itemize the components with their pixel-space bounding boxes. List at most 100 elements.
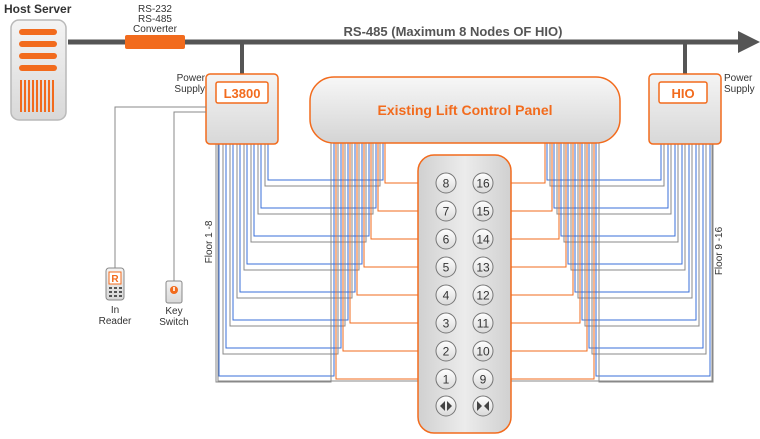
left-gray-loop [215,143,332,383]
floor-button-label: 13 [476,261,490,275]
left-power-supply-line-2: Supply [174,84,205,95]
floor-button-label: 14 [476,233,490,247]
floor-right-label: Floor 9 -16 [714,226,725,275]
left-orange-drop [335,143,436,380]
floor-button-4[interactable]: 4 [435,284,457,306]
reader-device: R [105,267,125,301]
floor-button-5[interactable]: 5 [435,256,457,278]
right-gray-loop [563,143,679,243]
floor-button-label: 15 [476,205,490,219]
floor-button-11[interactable]: 11 [472,312,494,334]
right-orange-drop [493,143,560,240]
floor-button-16[interactable]: 16 [472,172,494,194]
floor-button-label: 9 [480,373,487,387]
key-switch-label-line-2: Switch [159,317,188,328]
floor-button-1[interactable]: 1 [435,368,457,390]
left-gray-loop [243,143,360,271]
floor-button-12[interactable]: 12 [472,284,494,306]
right-blue-loop [574,143,690,293]
host-server-label: Host Server [4,2,72,16]
right-gray-loop [570,143,686,271]
left-blue-loop [232,143,349,321]
right-gray-loop [591,143,707,355]
door-close-icon [477,401,482,411]
right-orange-drop [493,143,553,212]
left-blue-loop [267,143,384,181]
right-power-supply-line-2: Supply [724,84,755,95]
right-power-supply-line-1: Power [724,73,753,84]
key-switch-wire [173,111,206,281]
lift-control-panel: Existing Lift Control Panel [309,76,621,144]
floor-button-label: 8 [443,177,450,191]
left-blue-loop [218,143,335,377]
floor-button-9[interactable]: 9 [472,368,494,390]
floor-button-10[interactable]: 10 [472,340,494,362]
floor-button-8[interactable]: 8 [435,172,457,194]
floor-button-label: 4 [443,289,450,303]
left-orange-drop [342,143,436,352]
floor-button-label: 1 [443,373,450,387]
right-gray-loop [577,143,693,299]
converter-label-line-2: RS-485 [138,14,172,25]
door-open-button[interactable] [435,395,457,417]
left-orange-drop [370,143,436,240]
right-orange-drop [493,143,574,296]
floor-button-label: 12 [476,289,490,303]
left-blue-loop [246,143,363,265]
right-orange-drop [493,143,588,352]
floor-button-14[interactable]: 14 [472,228,494,250]
bus-label: RS-485 (Maximum 8 Nodes OF HIO) [344,24,563,39]
reader-wire [114,106,206,268]
reader-label-line-2: Reader [99,316,132,327]
right-gray-loop [556,143,672,215]
left-blue-loop [225,143,342,349]
right-outer-frame [511,144,713,382]
converter-label-line-1: RS-232 [138,4,172,15]
floor-button-label: 11 [477,317,490,331]
keypad-grid-icon [109,287,122,297]
left-gray-loop [222,143,339,355]
hio-label: HIO [671,86,694,101]
bus-arrow-icon [738,31,760,53]
converter-icon [125,35,185,49]
right-gray-loop [584,143,700,327]
right-blue-loop [595,143,711,377]
right-orange-drop [493,143,567,268]
door-open-icon [440,401,445,411]
left-orange-drop [356,143,436,296]
floor-button-7[interactable]: 7 [435,200,457,222]
lift-panel-label: Existing Lift Control Panel [377,102,552,118]
left-gray-loop [257,143,374,215]
floor-left-label: Floor 1 -8 [204,220,215,263]
floor-button-label: 16 [476,177,490,191]
left-outer-frame [217,144,418,382]
wiring-harness [215,143,714,383]
right-gray-loop [549,143,665,187]
floor-button-15[interactable]: 15 [472,200,494,222]
converter-label-line-3: Converter [133,24,178,35]
key-switch-icon [165,280,183,304]
floor-button-13[interactable]: 13 [472,256,494,278]
floor-button-6[interactable]: 6 [435,228,457,250]
right-blue-loop [581,143,697,321]
right-orange-drop [493,143,595,380]
right-blue-loop [567,143,683,265]
floor-button-label: 10 [476,345,490,359]
left-blue-loop [260,143,377,209]
floor-button-3[interactable]: 3 [435,312,457,334]
left-orange-drop [349,143,436,324]
right-gray-loop [598,143,714,383]
lift-button-keypad: 8 7 6 5 4 3 2 1 16 15 14 13 12 11 10 9 [417,154,512,434]
right-blue-loop [546,143,662,181]
floor-button-label: 3 [443,317,450,331]
right-blue-loop [588,143,704,349]
reader-label-line-1: In [111,305,119,316]
reader-letter: R [111,274,119,285]
left-blue-loop [253,143,370,237]
floor-button-2[interactable]: 2 [435,340,457,362]
door-close-button[interactable] [472,395,494,417]
l3800-controller: L3800 [205,73,279,145]
right-blue-loop [553,143,669,209]
left-gray-loop [250,143,367,243]
